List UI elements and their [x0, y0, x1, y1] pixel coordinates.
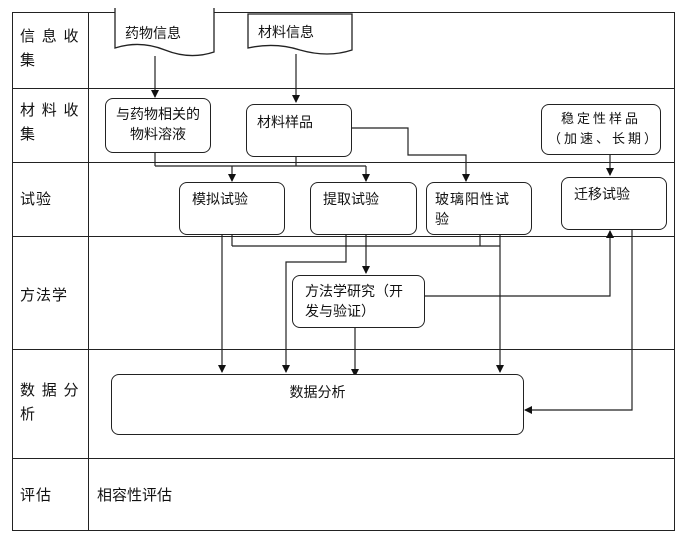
- connectors: [151, 54, 633, 414]
- table-grid: [12, 12, 675, 531]
- methodology-study-box: 方法学研究（开发与验证）: [292, 275, 425, 328]
- material-info-doc-shape: [247, 13, 353, 55]
- row-label-data-analysis: 数 据 分 析: [20, 381, 80, 423]
- simulation-test-box: 模拟试验: [179, 182, 285, 235]
- row-label-test: 试验: [20, 190, 53, 208]
- stability-sample-box: 稳定性样品（加速、长期）: [541, 104, 661, 155]
- drug-info-doc: 药物信息: [125, 26, 181, 42]
- row-label-material-collection: 材 料 收 集: [20, 101, 80, 143]
- migration-test-box: 迁移试验: [561, 177, 667, 230]
- data-analysis-box: 数据分析: [111, 374, 524, 435]
- drug-info-doc-shape: [114, 8, 215, 57]
- row-label-methodology: 方法学: [20, 286, 69, 304]
- connector-methodology-to-migration: [425, 230, 614, 297]
- material-sample-box: 材料样品: [246, 104, 352, 157]
- drug-material-solution-box: 与药物相关的物料溶液: [105, 98, 211, 153]
- glass-positive-test-box: 玻璃阳性试验: [426, 182, 532, 235]
- connector-sample-to-glass: [352, 127, 470, 182]
- connector-extraction-to-analysis: [282, 235, 347, 373]
- connector-migration-to-analysis: [524, 230, 633, 414]
- material-info-doc: 材料信息: [258, 25, 314, 41]
- evaluation-text: 相容性评估: [97, 486, 173, 504]
- row-label-evaluation: 评估: [20, 486, 53, 504]
- row-label-info-collection: 信 息 收 集: [20, 27, 80, 69]
- extraction-test-box: 提取试验: [310, 182, 417, 235]
